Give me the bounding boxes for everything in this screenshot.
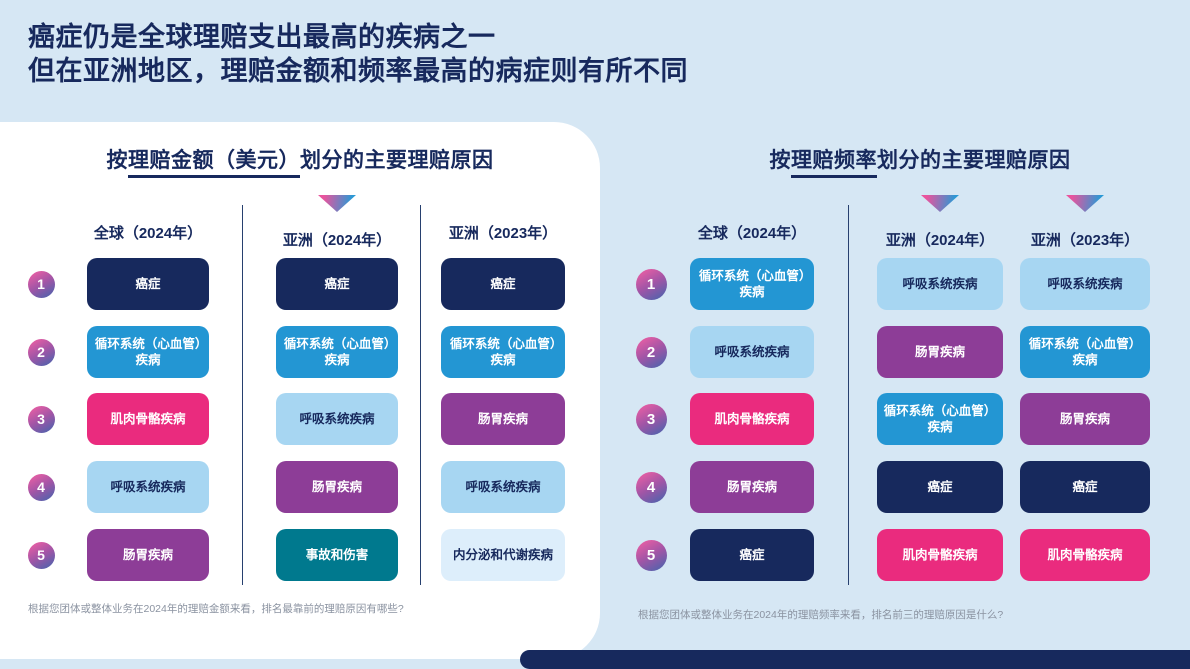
claim-cause-box: 肠胃疾病 — [1020, 393, 1150, 445]
claim-cause-box: 呼吸系统疾病 — [690, 326, 814, 378]
rank-badge: 3 — [27, 405, 55, 433]
claim-cause-box: 肌肉骨骼疾病 — [877, 529, 1003, 581]
rank-badge: 5 — [635, 539, 667, 571]
column-header: 亚洲（2023年） — [1030, 232, 1140, 249]
claim-cause-box: 癌症 — [276, 258, 398, 310]
claim-cause-box: 肠胃疾病 — [690, 461, 814, 513]
claim-cause-box: 肌肉骨骼疾病 — [87, 393, 209, 445]
claim-cause-box: 事故和伤害 — [276, 529, 398, 581]
column-header: 全球（2024年） — [93, 225, 203, 242]
claim-cause-box: 循环系统（心血管）疾病 — [1020, 326, 1150, 378]
panel-title-metric: 理赔频率 — [791, 149, 877, 178]
highlight-arrow-icon — [1066, 195, 1104, 212]
claim-cause-box: 肠胃疾病 — [87, 529, 209, 581]
claim-cause-box: 循环系统（心血管）疾病 — [87, 326, 209, 378]
claim-cause-box: 肠胃疾病 — [276, 461, 398, 513]
column-header: 亚洲（2024年） — [282, 232, 392, 249]
claim-cause-box: 癌症 — [877, 461, 1003, 513]
panel-footnote: 根据您团体或整体业务在2024年的理赔频率来看，排名前三的理赔原因是什么? — [638, 609, 1004, 621]
claim-cause-box: 癌症 — [690, 529, 814, 581]
page-header: 癌症仍是全球理赔支出最高的疾病之一 但在亚洲地区，理赔金额和频率最高的病症则有所… — [28, 20, 688, 88]
claim-cause-box: 循环系统（心血管）疾病 — [690, 258, 814, 310]
rank-badge: 5 — [27, 541, 55, 569]
column-header: 亚洲（2024年） — [885, 232, 995, 249]
claim-cause-box: 呼吸系统疾病 — [276, 393, 398, 445]
rank-badge: 2 — [635, 336, 667, 368]
panel-title-suffix: 划分的主要理赔原因 — [300, 149, 494, 172]
panel-title-metric: 理赔金额（美元） — [128, 149, 300, 178]
claim-cause-box: 循环系统（心血管）疾病 — [877, 393, 1003, 445]
claim-cause-box: 癌症 — [87, 258, 209, 310]
highlight-arrow-icon — [921, 195, 959, 212]
panel-title-suffix: 划分的主要理赔原因 — [877, 149, 1071, 172]
claim-cause-box: 肌肉骨骼疾病 — [1020, 529, 1150, 581]
header-line2: 但在亚洲地区，理赔金额和频率最高的病症则有所不同 — [28, 56, 688, 86]
rank-badge: 4 — [27, 473, 55, 501]
bottom-accent-bar — [520, 650, 1190, 669]
highlight-arrow-icon — [318, 195, 356, 212]
panel-footnote: 根据您团体或整体业务在2024年的理赔金额来看，排名最靠前的理赔原因有哪些? — [28, 603, 404, 615]
panel-title: 按理赔频率划分的主要理赔原因 — [650, 144, 1190, 178]
column-divider — [420, 205, 421, 585]
claim-cause-box: 循环系统（心血管）疾病 — [441, 326, 565, 378]
rank-badge: 3 — [635, 403, 667, 435]
claim-cause-box: 肠胃疾病 — [877, 326, 1003, 378]
header-line1: 癌症仍是全球理赔支出最高的疾病之一 — [28, 22, 496, 52]
column-header: 全球（2024年） — [697, 225, 807, 242]
panel-title-prefix: 按 — [106, 149, 128, 172]
claim-cause-box: 呼吸系统疾病 — [877, 258, 1003, 310]
rank-badge: 1 — [635, 268, 667, 300]
column-divider — [242, 205, 243, 585]
panel-title: 按理赔金额（美元）划分的主要理赔原因 — [0, 144, 600, 178]
column-divider — [848, 205, 849, 585]
claim-cause-box: 呼吸系统疾病 — [1020, 258, 1150, 310]
claim-cause-box: 呼吸系统疾病 — [441, 461, 565, 513]
claim-cause-box: 肠胃疾病 — [441, 393, 565, 445]
rank-badge: 1 — [27, 270, 55, 298]
claim-cause-box: 循环系统（心血管）疾病 — [276, 326, 398, 378]
claim-cause-box: 癌症 — [441, 258, 565, 310]
claim-cause-box: 内分泌和代谢疾病 — [441, 529, 565, 581]
claim-cause-box: 肌肉骨骼疾病 — [690, 393, 814, 445]
rank-badge: 4 — [635, 471, 667, 503]
panel-title-prefix: 按 — [769, 149, 791, 172]
rank-badge: 2 — [27, 338, 55, 366]
claim-cause-box: 癌症 — [1020, 461, 1150, 513]
claim-cause-box: 呼吸系统疾病 — [87, 461, 209, 513]
column-header: 亚洲（2023年） — [448, 225, 558, 242]
